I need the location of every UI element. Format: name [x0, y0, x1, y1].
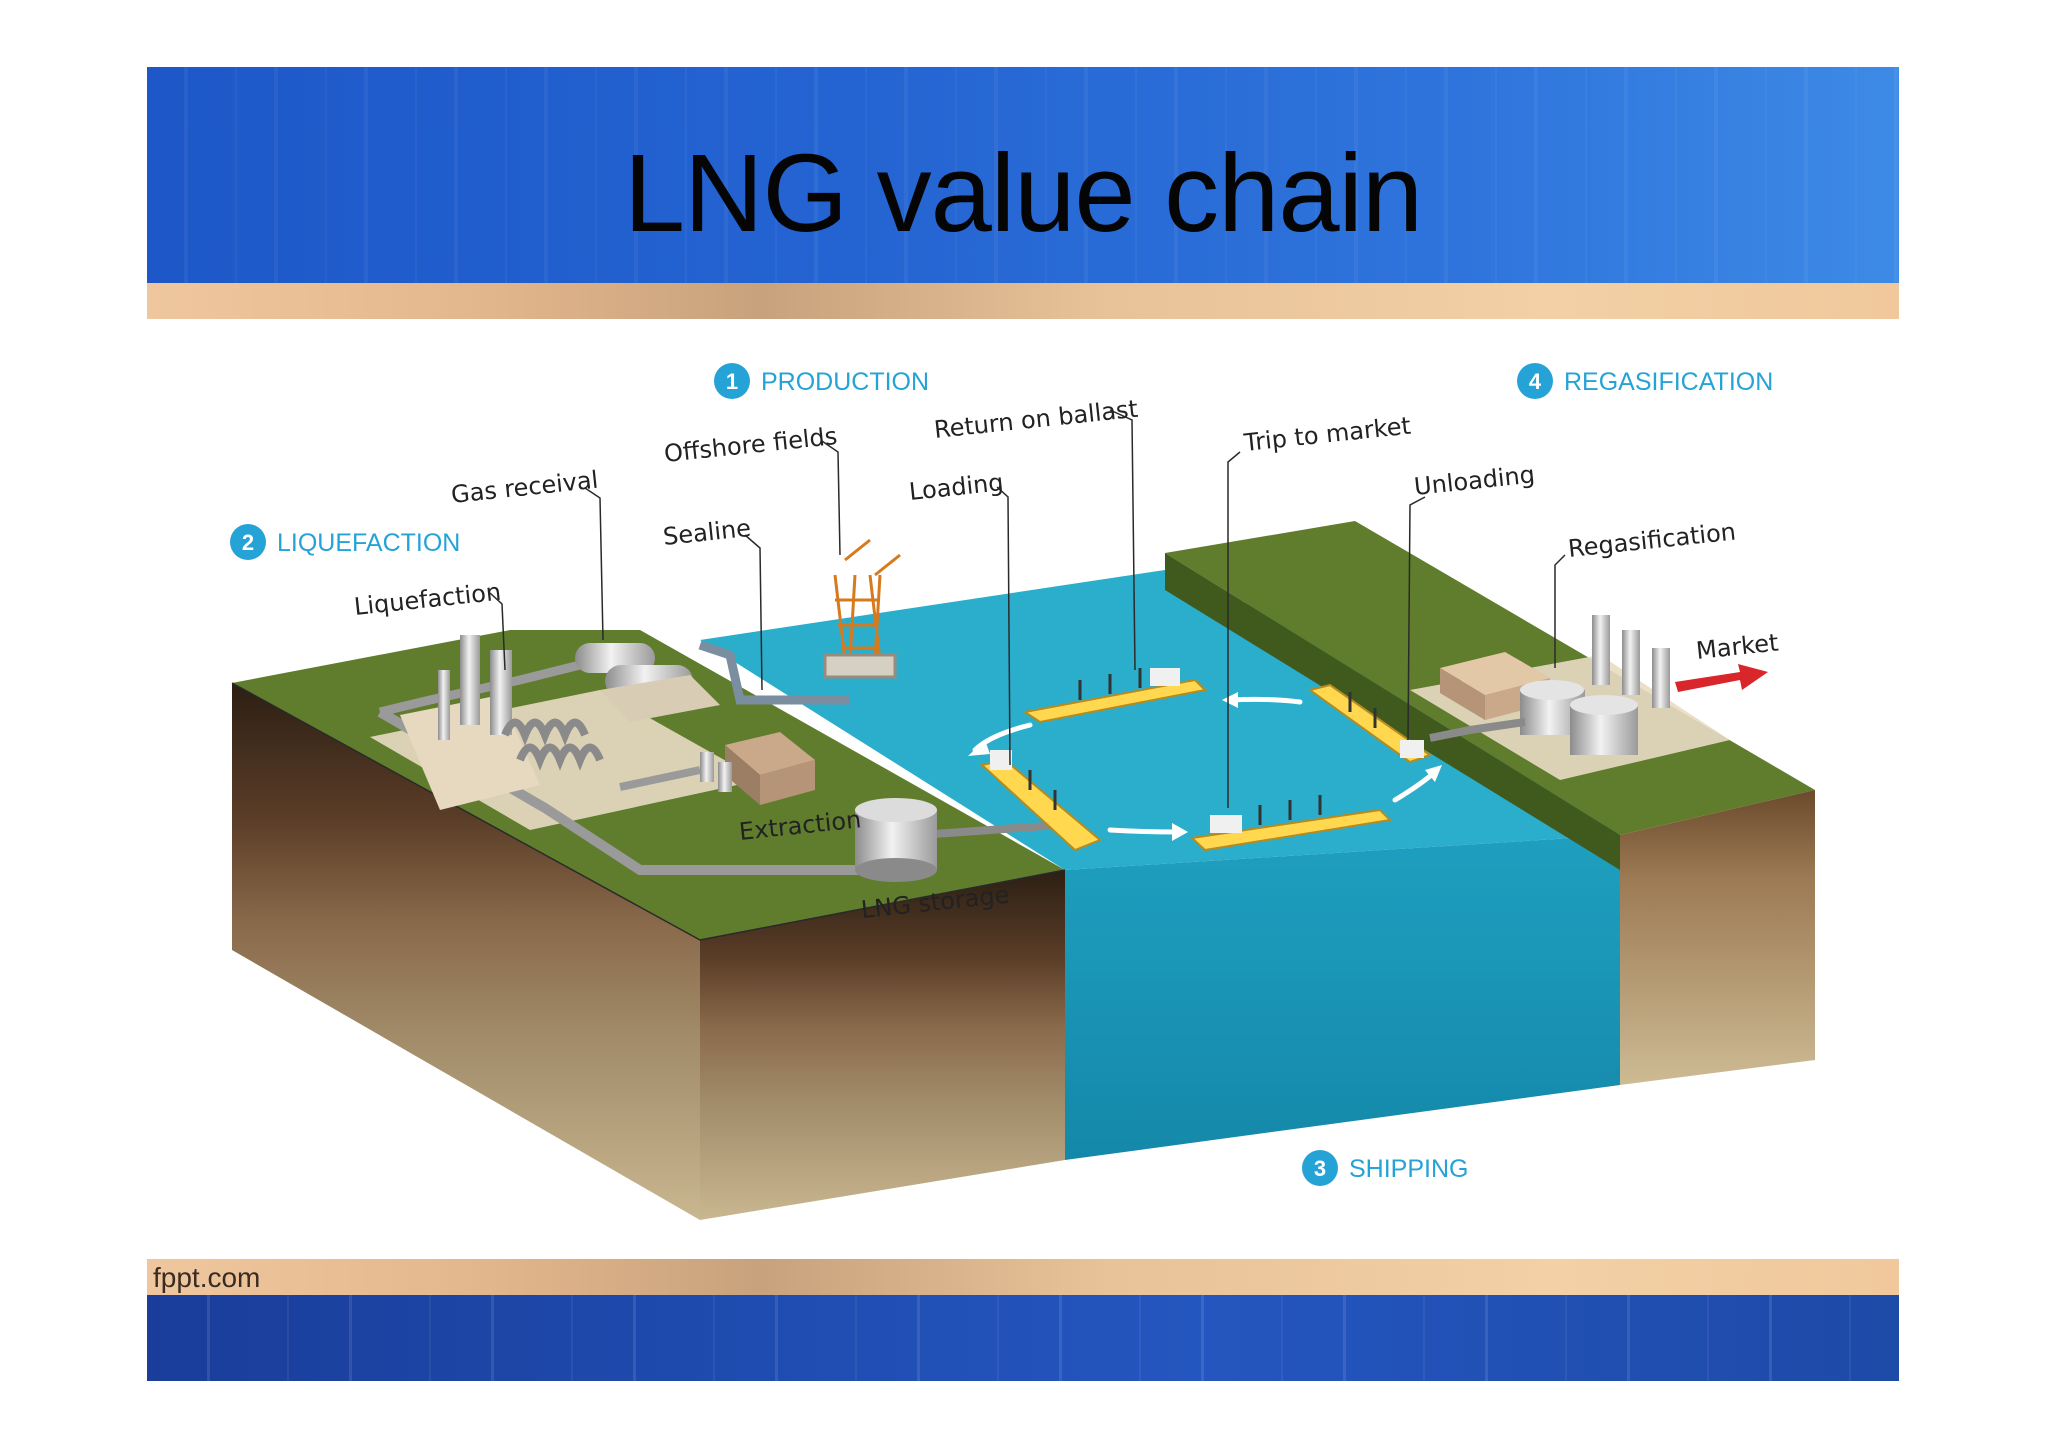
pipeline-storage-to-ship	[919, 821, 1061, 839]
sea-front	[1065, 835, 1620, 1160]
lng-storage-tank	[855, 798, 937, 882]
header-texture	[147, 67, 1899, 283]
footer-gold-band	[147, 1259, 1899, 1295]
slide-header: LNG value chain	[147, 67, 1899, 283]
sea-surface	[700, 570, 1700, 870]
stage-badge-production: 1 PRODUCTION	[714, 363, 929, 399]
market-arrow	[1675, 664, 1768, 692]
stage-badge-shipping: 3 SHIPPING	[1302, 1150, 1468, 1186]
left-land-face	[232, 683, 700, 1220]
shipping-route-arrowheads	[968, 692, 1442, 841]
slide-title: LNG value chain	[623, 132, 1423, 255]
right-land-face	[1620, 790, 1815, 1085]
label-trip-to-market: Trip to market	[1242, 412, 1412, 457]
label-loading: Loading	[908, 468, 1005, 506]
label-leaders	[489, 409, 1566, 808]
label-gas-receival: Gas receival	[450, 466, 600, 509]
label-return-on-ballast: Return on ballast	[933, 395, 1140, 444]
liquefaction-plant	[400, 635, 604, 810]
right-land-side	[1165, 553, 1620, 870]
svg-text:LIQUEFACTION: LIQUEFACTION	[277, 529, 460, 557]
regasification-terminal	[1429, 615, 1670, 755]
svg-text:SHIPPING: SHIPPING	[1349, 1155, 1468, 1183]
label-market: Market	[1695, 628, 1780, 664]
offshore-platform	[823, 538, 901, 679]
svg-text:1: 1	[726, 369, 738, 394]
ship-return-on-ballast	[1022, 668, 1208, 724]
left-land-face-right	[700, 870, 1065, 1220]
label-offshore-fields: Offshore fields	[663, 422, 839, 468]
footer-bar	[147, 1295, 1899, 1381]
ship-unloading	[1307, 683, 1433, 764]
gas-receival-tanks	[575, 643, 720, 722]
lng-value-chain-diagram: 1 PRODUCTION 2 LIQUEFACTION 3 SHIPPING 4…	[230, 363, 1815, 1220]
label-regasification: Regasification	[1567, 518, 1737, 563]
stage-badge-regasification: 4 REGASIFICATION	[1517, 363, 1773, 399]
footer-texture	[147, 1295, 1899, 1381]
label-liquefaction: Liquefaction	[353, 578, 503, 621]
header-gold-band	[147, 283, 1899, 319]
pipeline-extraction	[619, 766, 701, 791]
ship-loading	[979, 750, 1102, 852]
footer-brand: fppt.com	[153, 1262, 261, 1293]
stage-badge-liquefaction: 2 LIQUEFACTION	[230, 524, 460, 560]
extraction-building	[700, 732, 815, 805]
svg-text:2: 2	[242, 530, 254, 555]
svg-text:REGASIFICATION: REGASIFICATION	[1564, 368, 1773, 396]
label-unloading: Unloading	[1413, 460, 1536, 501]
pipeline-sealine	[698, 640, 850, 705]
svg-text:3: 3	[1314, 1156, 1326, 1181]
svg-text:PRODUCTION: PRODUCTION	[761, 368, 929, 396]
svg-text:4: 4	[1529, 369, 1542, 394]
label-sealine: Sealine	[662, 514, 752, 551]
ship-trip-to-market	[1189, 795, 1393, 852]
